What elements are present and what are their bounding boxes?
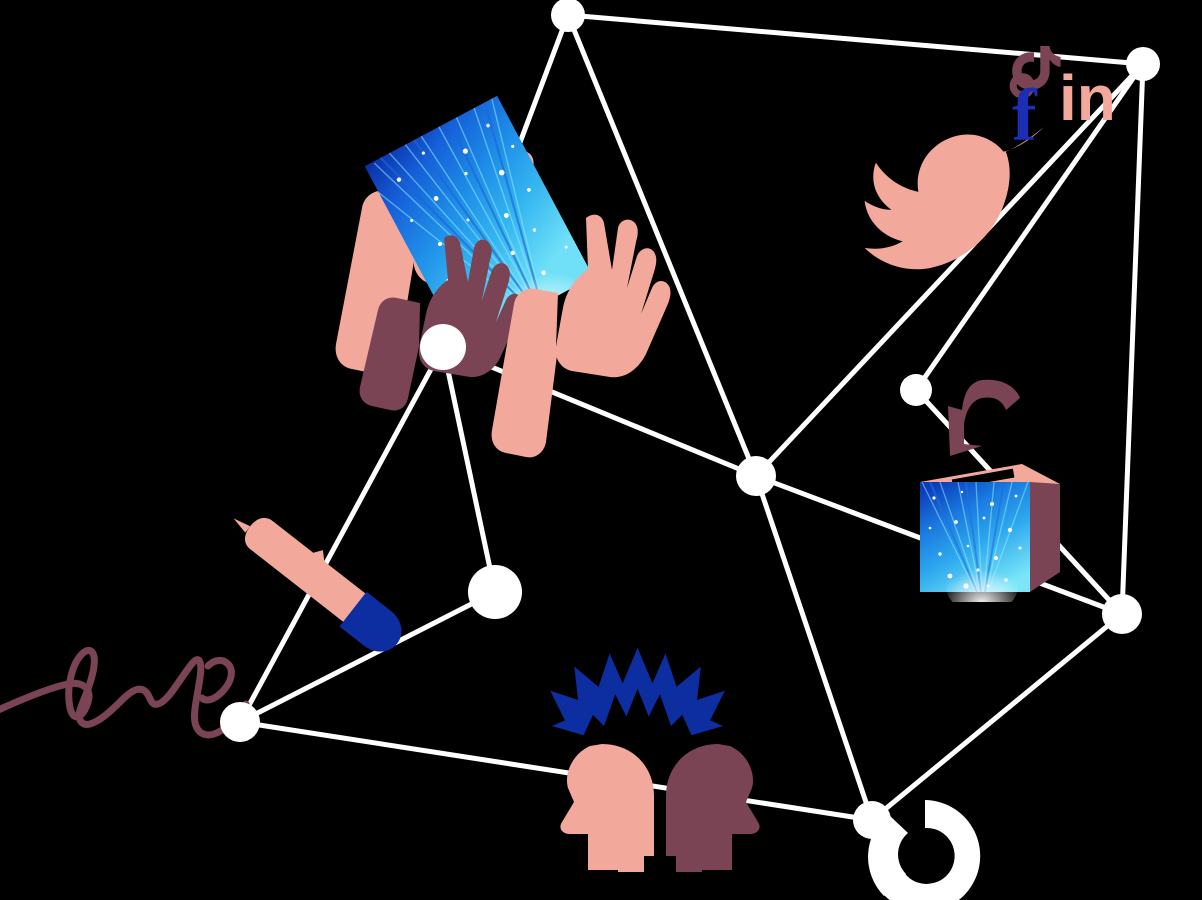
network-edge-topright-to-right (1119, 61, 1146, 617)
svg-text:in: in (1059, 62, 1116, 134)
tiktok-icon (1009, 46, 1061, 99)
ballot-side (1030, 482, 1060, 592)
network-edge-center-to-bottom (753, 473, 875, 823)
pen-icon (233, 517, 402, 652)
head-right (666, 744, 760, 872)
network-edge-midleft-to-center (440, 344, 759, 479)
network-edge-pen-to-signature (237, 589, 498, 725)
network-edge-topright-to-center (753, 61, 1146, 479)
network-edge-midleft-to-pen (440, 344, 498, 595)
network-edge-right-to-bottom (869, 611, 1125, 823)
clash-burst (550, 647, 725, 736)
network-edge-signature-to-bottom (237, 719, 875, 823)
network-node-center-node[interactable] (736, 456, 776, 496)
network-edge-topright-to-ballot (913, 61, 1146, 393)
network-node-mid-left-node[interactable] (420, 324, 466, 370)
network-node-bottom-node[interactable] (853, 801, 891, 839)
arguing-heads-icon (550, 647, 760, 872)
network-node-signature-node[interactable] (220, 702, 260, 742)
linkedin-icon: in (1059, 62, 1116, 134)
svg-text:f: f (1012, 75, 1038, 157)
hands-holding-tablet-icon (335, 95, 671, 458)
pen-body (245, 517, 368, 623)
head-left (560, 744, 654, 872)
ballot-box-icon (920, 379, 1060, 602)
facebook-icon: f (1012, 75, 1038, 157)
network-nodes[interactable] (220, 0, 1160, 839)
signature-squiggle-icon (0, 647, 250, 739)
network-node-top-right-node[interactable] (1126, 47, 1160, 81)
pen-nib (233, 518, 251, 533)
network-edge-top-to-center (565, 12, 759, 479)
network-node-right-node[interactable] (1102, 594, 1142, 634)
ballot-paper (948, 379, 1020, 456)
network-node-ballot-node[interactable] (900, 374, 932, 406)
network-node-top-node[interactable] (551, 0, 585, 32)
network-node-pen-node[interactable] (468, 565, 522, 619)
network-edge-midleft-to-signature (237, 344, 446, 725)
pen-cap (339, 591, 402, 652)
twitter-bird-icon (864, 126, 1044, 270)
